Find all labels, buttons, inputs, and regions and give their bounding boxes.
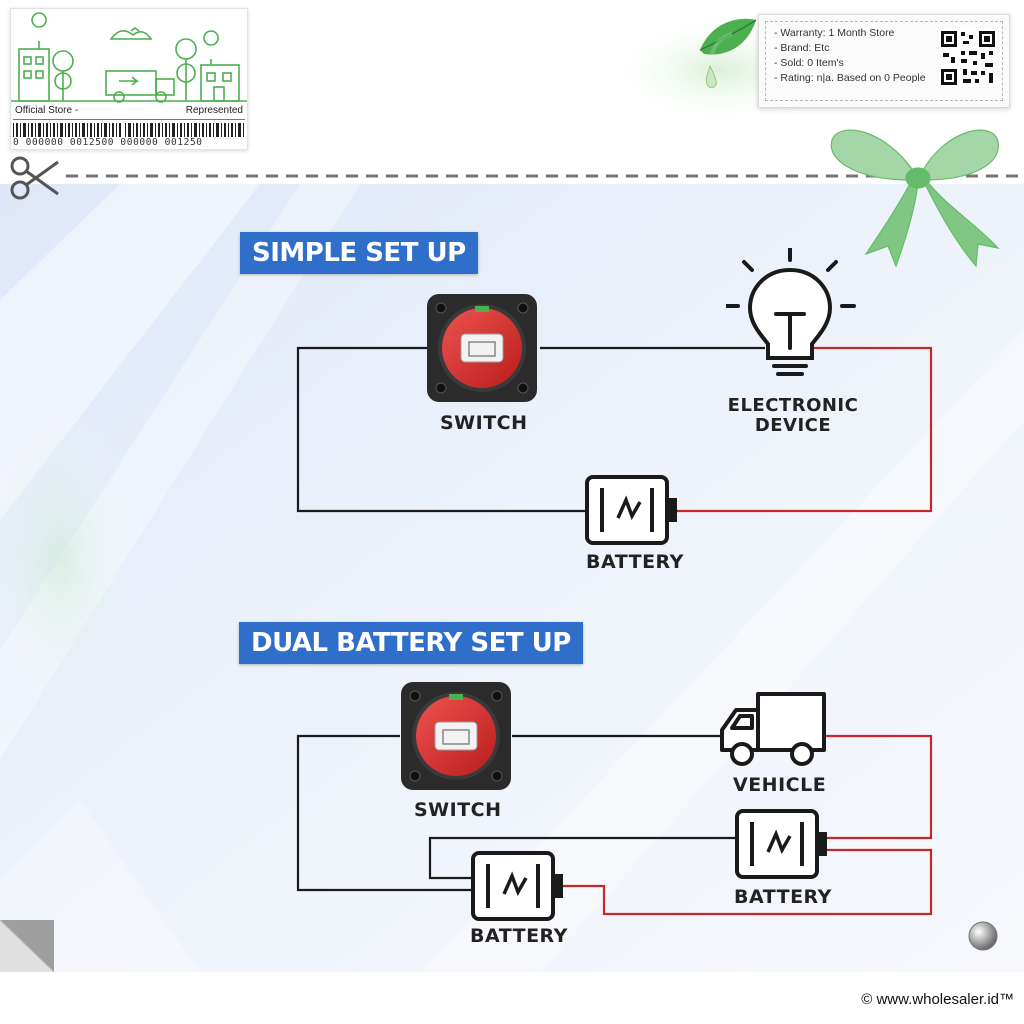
barcode [13, 123, 244, 137]
wire-vehicle-to-right-battery [826, 734, 933, 840]
info-warranty: - Warranty: 1 Month Store [774, 27, 895, 39]
store-divider [13, 119, 245, 120]
electronic-device-label-line2: DEVICE [754, 415, 832, 436]
barcode-number: 0 000000 0012500 000000 001250 [13, 137, 203, 148]
battery-icon [585, 475, 677, 545]
store-label-left: Official Store - [15, 105, 79, 116]
battery-left-icon [471, 851, 563, 921]
store-card: Official Store - Represented [10, 8, 248, 150]
store-illustration [11, 12, 247, 103]
wire-dual-switch-to-left-battery [296, 734, 474, 892]
electronic-device-label-line1: ELECTRONIC [727, 395, 859, 416]
battery-right-icon [735, 809, 827, 879]
leaf-icon [699, 18, 757, 89]
dual-battery-switch-icon[interactable] [399, 680, 513, 792]
wire-device-to-battery [672, 346, 933, 513]
info-rating: - Rating: n|a. Based on 0 People [774, 72, 926, 84]
simple-setup-title: SIMPLE SET UP [240, 232, 478, 274]
qr-code-icon [939, 29, 997, 87]
vehicle-label: VEHICLE [733, 774, 827, 796]
battery-right-label: BATTERY [734, 886, 832, 908]
truck-icon [720, 692, 826, 766]
wire-right-battery-to-left-battery [428, 836, 738, 880]
simple-battery-label: BATTERY [586, 551, 684, 573]
simple-switch-label: SWITCH [440, 412, 528, 434]
wire-switch-to-battery [296, 346, 588, 513]
store-label-right: Represented [185, 105, 243, 116]
copyright-text: © www.wholesaler.id™ [861, 991, 1014, 1008]
battery-switch-icon[interactable] [425, 292, 539, 404]
info-sold: - Sold: 0 Item's [774, 57, 844, 69]
electronic-device-label: ELECTRONIC DEVICE [726, 396, 860, 436]
metal-pin-icon [968, 921, 998, 951]
scissors-icon[interactable] [8, 154, 62, 202]
light-bulb-icon [726, 248, 856, 376]
dual-setup-title: DUAL BATTERY SET UP [239, 622, 583, 664]
page-curl-icon [0, 920, 55, 973]
info-brand: - Brand: Etc [774, 42, 830, 54]
battery-left-label: BATTERY [470, 925, 568, 947]
ribbon-bow-icon [830, 129, 1000, 268]
wire-right-battery-to-left-battery-red [560, 848, 933, 916]
dual-switch-label: SWITCH [414, 799, 502, 821]
product-info-card: - Warranty: 1 Month Store - Brand: Etc -… [758, 14, 1010, 108]
